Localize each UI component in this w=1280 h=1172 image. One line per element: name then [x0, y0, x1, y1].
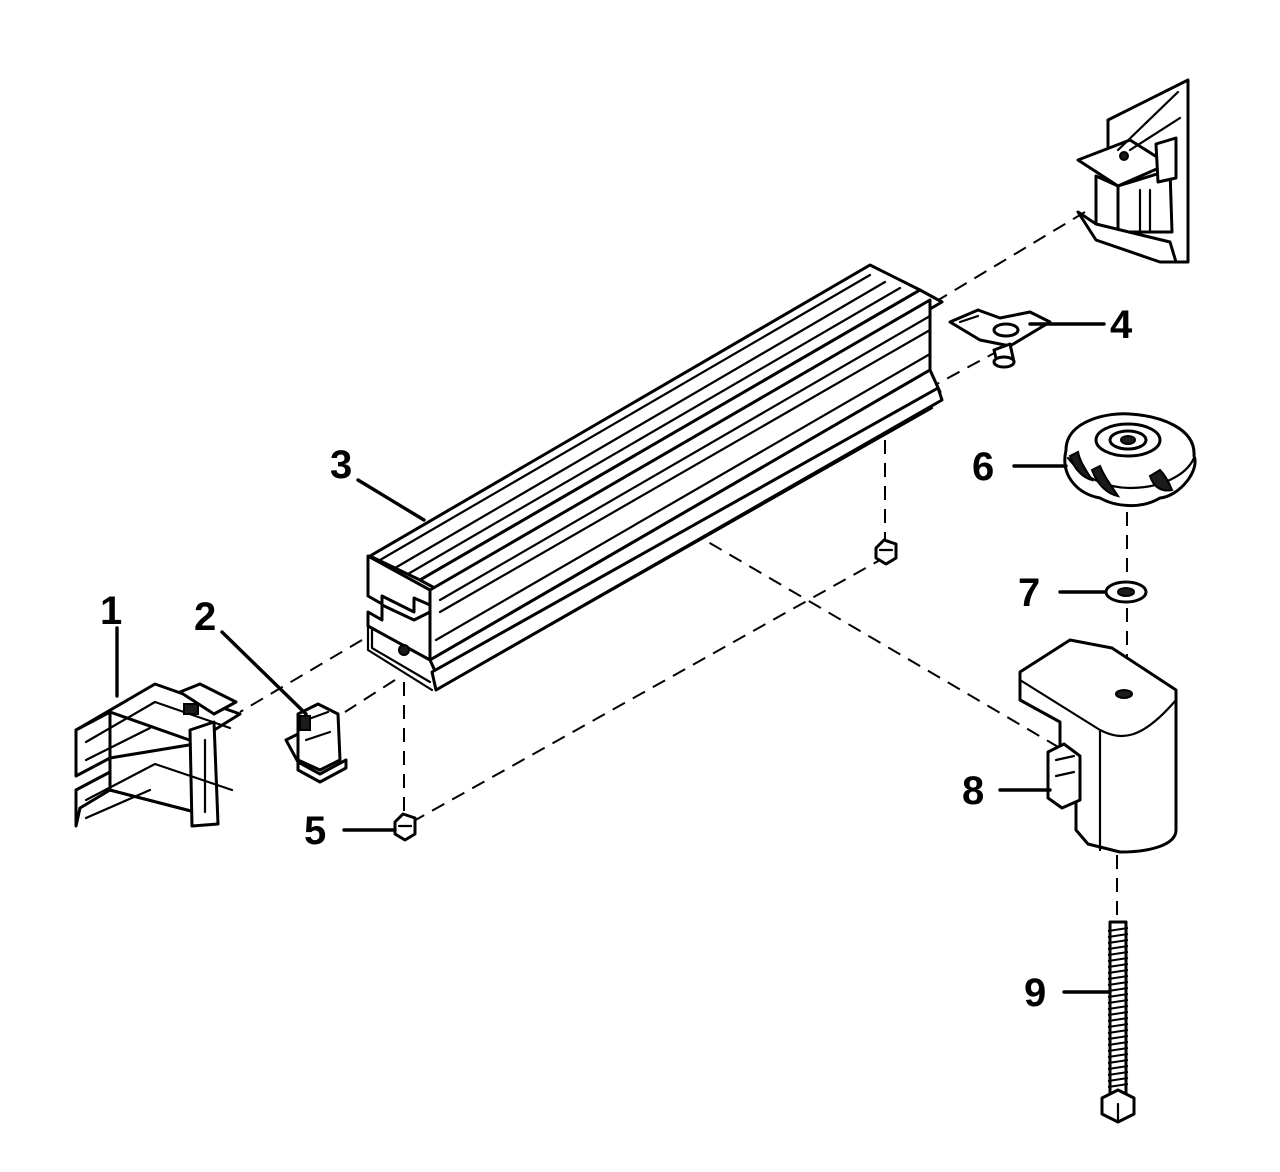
callout-2: 2 — [194, 595, 216, 639]
thread-line — [1107, 1047, 1129, 1052]
rail-extrusion — [366, 263, 944, 692]
flat-bracket — [948, 308, 1052, 369]
washer — [1104, 580, 1148, 604]
thread-line — [1107, 969, 1129, 974]
thread-line — [1107, 1005, 1129, 1010]
long-bolt — [1100, 920, 1136, 1124]
thread-line — [1107, 939, 1129, 944]
callout-1: 1 — [100, 589, 122, 633]
screw-upper — [874, 538, 898, 566]
thread-line — [1107, 1065, 1129, 1070]
thread-line — [1107, 1083, 1129, 1088]
thread-line — [1107, 975, 1129, 980]
thread-line — [1107, 1053, 1129, 1058]
assembly-lines — [239, 211, 1128, 920]
thread-line — [1107, 999, 1129, 1004]
thread-line — [1107, 987, 1129, 992]
callout-4: 4 — [1110, 303, 1133, 347]
thread-line — [1107, 1023, 1129, 1028]
clamp-housing — [1018, 638, 1178, 854]
thread-line — [1107, 927, 1129, 932]
callout-6: 6 — [972, 445, 994, 489]
callout-3: 3 — [330, 443, 352, 487]
thread-line — [1107, 981, 1129, 986]
thread-line — [1107, 1029, 1129, 1034]
thread-line — [1107, 1071, 1129, 1076]
thread-line — [1107, 1017, 1129, 1022]
screw-lower — [393, 812, 417, 842]
thread-line — [1107, 1041, 1129, 1046]
bolt-threads — [1107, 927, 1129, 1088]
thread-line — [1107, 957, 1129, 962]
thread-line — [1107, 1059, 1129, 1064]
thread-line — [1107, 1011, 1129, 1016]
callout-9: 9 — [1024, 971, 1046, 1015]
thread-line — [1107, 945, 1129, 950]
callout-labels: 1 2 3 4 5 6 7 8 9 — [100, 303, 1133, 1015]
rail-clip — [284, 702, 348, 784]
callout-7: 7 — [1018, 571, 1040, 615]
thread-line — [1107, 993, 1129, 998]
thread-line — [1107, 951, 1129, 956]
thread-line — [1107, 933, 1129, 938]
lobed-knob — [1063, 412, 1197, 508]
thread-line — [1107, 1077, 1129, 1082]
thread-line — [1107, 1035, 1129, 1040]
callout-8: 8 — [962, 769, 984, 813]
thread-line — [1107, 963, 1129, 968]
leader-lines — [115, 322, 1112, 994]
right-end-bracket — [1076, 78, 1190, 264]
callout-5: 5 — [304, 809, 326, 853]
left-end-bracket — [74, 682, 242, 828]
